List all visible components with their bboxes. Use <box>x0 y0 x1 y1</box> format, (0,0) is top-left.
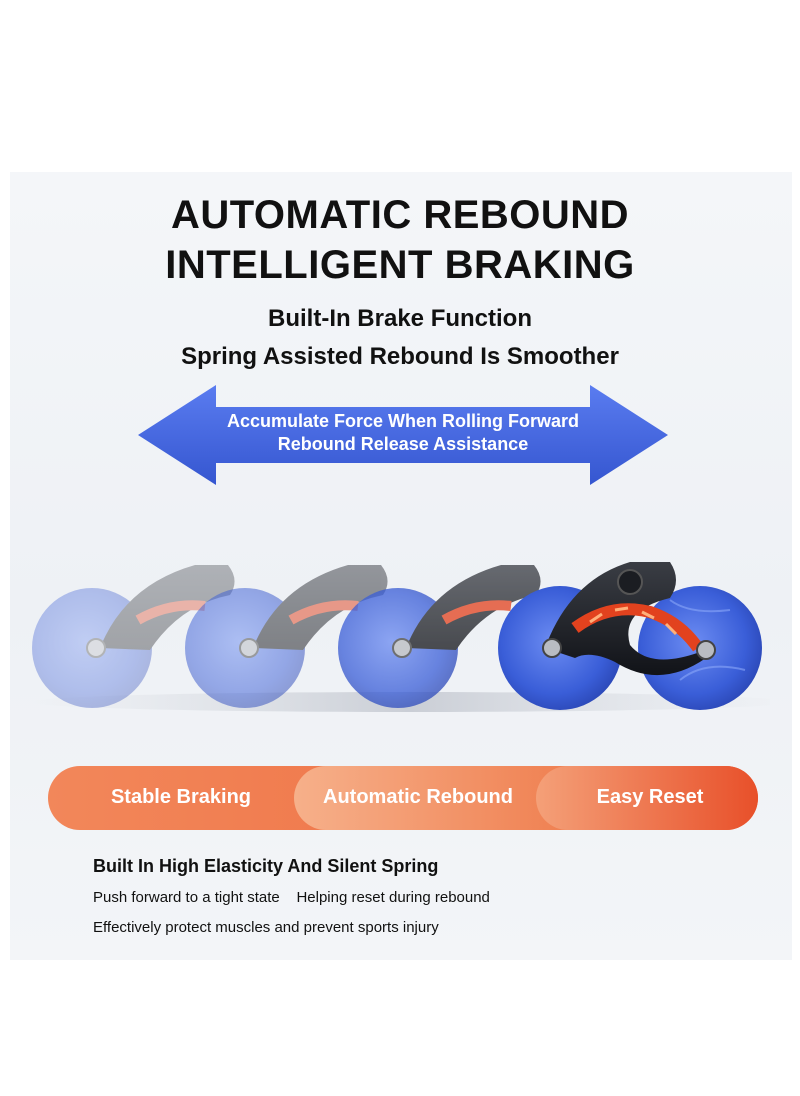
features-heading: Built In High Elasticity And Silent Spri… <box>93 856 439 876</box>
arrow-banner-line-2: Rebound Release Assistance <box>277 434 529 454</box>
features-line-2: Effectively protect muscles and prevent … <box>93 919 439 936</box>
arrow-banner-line-1: Accumulate Force When Rolling Forward <box>226 411 580 431</box>
double-arrow-icon <box>138 385 668 485</box>
pill-automatic-rebound: Automatic Rebound <box>323 786 513 808</box>
headline-line-1: AUTOMATIC REBOUND <box>170 193 630 237</box>
subheadline-line-1: Built-In Brake Function <box>268 305 532 332</box>
ab-roller-wheel-icon <box>30 562 770 712</box>
subheadline-line-2: Spring Assisted Rebound Is Smoother <box>181 343 619 370</box>
pill-stable-braking: Stable Braking <box>110 786 252 808</box>
headline-line-2: INTELLIGENT BRAKING <box>165 243 635 287</box>
features-line-1: Push forward to a tight state Helping re… <box>93 889 490 906</box>
pill-easy-reset: Easy Reset <box>596 786 704 808</box>
feature-pills <box>48 766 758 830</box>
